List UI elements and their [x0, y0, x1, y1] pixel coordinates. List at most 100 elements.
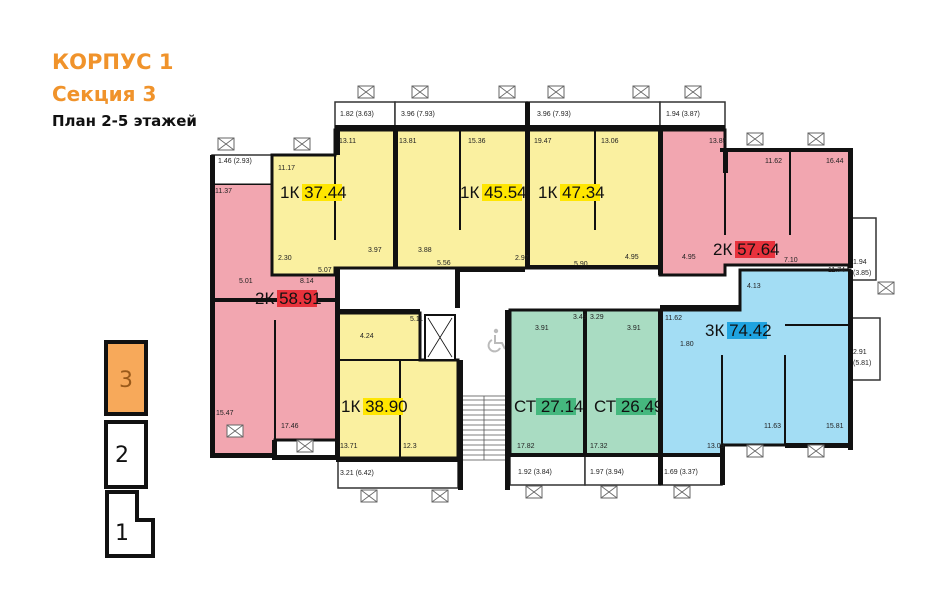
room-area-label: 2.30: [278, 255, 292, 262]
room-area-label: 3.49: [573, 314, 587, 321]
room-area-label: 4.95: [682, 254, 696, 261]
room-area-label: 15.47: [216, 410, 234, 417]
room-area-label: 8.14: [300, 278, 314, 285]
room-area-label: (5.81): [853, 360, 871, 367]
windows: [217, 85, 895, 503]
room-area-label: 3.91: [627, 325, 641, 332]
room-area-label: 3.97: [368, 247, 382, 254]
room-area-label: 5.01: [239, 278, 253, 285]
window-icon: [746, 444, 764, 458]
apartment-label[interactable]: 3К 74.42: [705, 321, 772, 340]
room-area-label: 4.24: [360, 333, 374, 340]
apartment-label-text: 2К 58.91: [255, 289, 322, 308]
apartment-label[interactable]: СТ 27.14: [514, 397, 583, 416]
apartment-label[interactable]: 2К 58.91: [255, 289, 322, 308]
window-icon: [547, 85, 565, 99]
window-icon: [431, 489, 449, 503]
apartment-label-text: 1К 47.34: [538, 183, 605, 202]
section-label: 3: [119, 368, 133, 393]
room-area-label: 1.94 (3.87): [666, 111, 700, 118]
window-icon: [877, 281, 895, 295]
room-area-label: 5.11: [410, 316, 423, 323]
apartment-label-text: 1К 45.54: [460, 183, 527, 202]
room-area-label: 3.21 (6.42): [340, 470, 374, 477]
section-title: Секция 3: [52, 82, 157, 106]
room-area-label: 3.29: [590, 314, 604, 321]
window-icon: [217, 137, 235, 151]
apartment-label-text: 1К 37.44: [280, 183, 347, 202]
room-area-label: 11.62: [665, 315, 682, 322]
room-area-label: 17.82: [517, 443, 535, 450]
apartment-label[interactable]: СТ 26.49: [594, 397, 663, 416]
section-label: 1: [115, 521, 129, 546]
apartment-label[interactable]: 1К 45.54: [460, 183, 527, 202]
room-area-label: 3.96 (7.93): [401, 111, 435, 118]
room-area-label: 11.17: [278, 165, 295, 172]
room-area-label: 15.81: [826, 423, 844, 430]
room-area-label: 1.92 (3.84): [518, 469, 552, 476]
elevator-icon: [424, 314, 456, 361]
section-selector: 3 2 1: [104, 340, 155, 558]
room-area-label: 15.36: [468, 138, 486, 145]
section-2-button[interactable]: 2: [104, 420, 148, 489]
room-area-label: 3.91: [535, 325, 549, 332]
apartment-label-text: 2К 57.64: [713, 240, 780, 259]
window-icon: [296, 439, 314, 453]
room-area-label: 5.90: [574, 261, 588, 268]
room-area-label: 11.62: [765, 158, 782, 165]
window-icon: [357, 85, 375, 99]
room-area-label: 1.80: [680, 341, 694, 348]
room-areas: 1.46 (2.93) 11.37 11.17 2.30 8.14 5.07 5.01 1.8…: [215, 111, 871, 477]
window-icon: [807, 132, 825, 146]
section-3-button[interactable]: 3: [104, 340, 148, 416]
window-icon: [673, 485, 691, 499]
section-1-button[interactable]: 1: [105, 490, 155, 558]
room-area-label: 2.97: [515, 255, 529, 262]
apartment-label-text: СТ 26.49: [594, 397, 663, 416]
window-icon: [226, 424, 244, 438]
apartment-2k-57-64[interactable]: [658, 128, 852, 277]
room-area-label: (3.85): [853, 270, 871, 277]
apartment-label-text: СТ 27.14: [514, 397, 583, 416]
apartment-label[interactable]: 1К 37.44: [280, 183, 347, 202]
wheelchair-icon: [487, 328, 506, 353]
room-area-label: 13.85: [709, 138, 727, 145]
section-label: 2: [115, 443, 129, 468]
window-icon: [498, 85, 516, 99]
room-area-label: 3.88: [418, 247, 432, 254]
room-area-label: 13.11: [339, 138, 356, 145]
window-icon: [293, 137, 311, 151]
room-area-label: 2.91: [853, 349, 867, 356]
room-area-label: 11.74: [828, 267, 845, 274]
building-title: КОРПУС 1: [52, 50, 174, 74]
room-area-label: 5.56: [437, 260, 451, 267]
room-area-label: 13.09: [707, 443, 725, 450]
apartment-label[interactable]: 2К 57.64: [713, 240, 780, 259]
apartment-label[interactable]: 1К 47.34: [538, 183, 605, 202]
apartment-st-26-49[interactable]: [583, 308, 662, 457]
window-icon: [600, 485, 618, 499]
room-area-label: 17.32: [590, 443, 608, 450]
room-area-label: 1.97 (3.94): [590, 469, 624, 476]
room-area-label: 5.07: [318, 267, 332, 274]
window-icon: [411, 85, 429, 99]
room-area-label: 7.10: [784, 257, 798, 264]
window-icon: [807, 444, 825, 458]
stairs-icon: [461, 395, 507, 461]
room-area-label: 13.06: [601, 138, 619, 145]
room-area-label: 13.81: [399, 138, 417, 145]
window-icon: [746, 132, 764, 146]
room-area-label: 19.47: [534, 138, 552, 145]
room-area-label: 3.96 (7.93): [537, 111, 571, 118]
room-area-label: 1.46 (2.93): [218, 158, 252, 165]
room-area-label: 4.95: [625, 254, 639, 261]
window-icon: [684, 85, 702, 99]
window-icon: [632, 85, 650, 99]
room-area-label: 11.37: [215, 188, 232, 195]
apartment-label[interactable]: 1К 38.90: [341, 397, 408, 416]
window-icon: [360, 489, 378, 503]
room-area-label: 11.63: [764, 423, 781, 430]
room-area-label: 12.3: [403, 443, 417, 450]
plan-subtitle: План 2-5 этажей: [52, 112, 197, 130]
